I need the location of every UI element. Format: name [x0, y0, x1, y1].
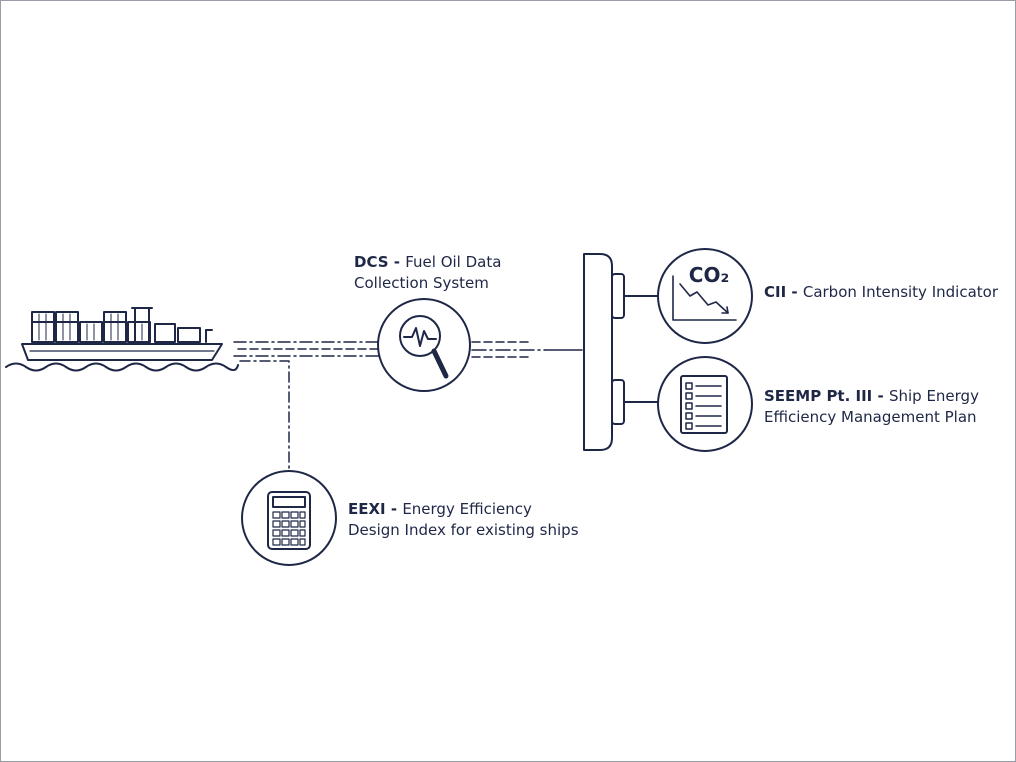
seemp-line1: Ship Energy [888, 387, 979, 405]
dcs-line1: Fuel Oil Data [405, 253, 502, 271]
dcs-separator: - [388, 253, 406, 271]
eexi-label: EEXI - Energy Efficiency Design Index fo… [348, 499, 579, 541]
cii-node [657, 248, 753, 344]
cii-line1: Carbon Intensity Indicator [802, 283, 998, 301]
seemp-node [657, 356, 753, 452]
seemp-abbr: SEEMP Pt. III [764, 387, 873, 405]
dcs-label: DCS - Fuel Oil Data Collection System [354, 252, 501, 294]
cii-label: CII - Carbon Intensity Indicator [764, 282, 998, 303]
cii-separator: - [786, 283, 803, 301]
seemp-label: SEEMP Pt. III - Ship Energy Efficiency M… [764, 386, 979, 428]
eexi-node [241, 470, 337, 566]
seemp-line2: Efficiency Management Plan [764, 408, 977, 426]
eexi-line2: Design Index for existing ships [348, 521, 579, 539]
eexi-abbr: EEXI [348, 500, 386, 518]
eexi-line1: Energy Efficiency [402, 500, 532, 518]
seemp-separator: - [872, 387, 889, 405]
dcs-line2: Collection System [354, 274, 489, 292]
container-ship-icon [5, 307, 239, 372]
cii-abbr: CII [764, 283, 787, 301]
bracket-connector [583, 253, 659, 451]
dcs-abbr: DCS [354, 253, 389, 271]
dcs-node [377, 298, 471, 392]
emission-lines [233, 341, 583, 471]
eexi-separator: - [385, 500, 403, 518]
co2-icon-text: CO₂ [689, 263, 729, 287]
